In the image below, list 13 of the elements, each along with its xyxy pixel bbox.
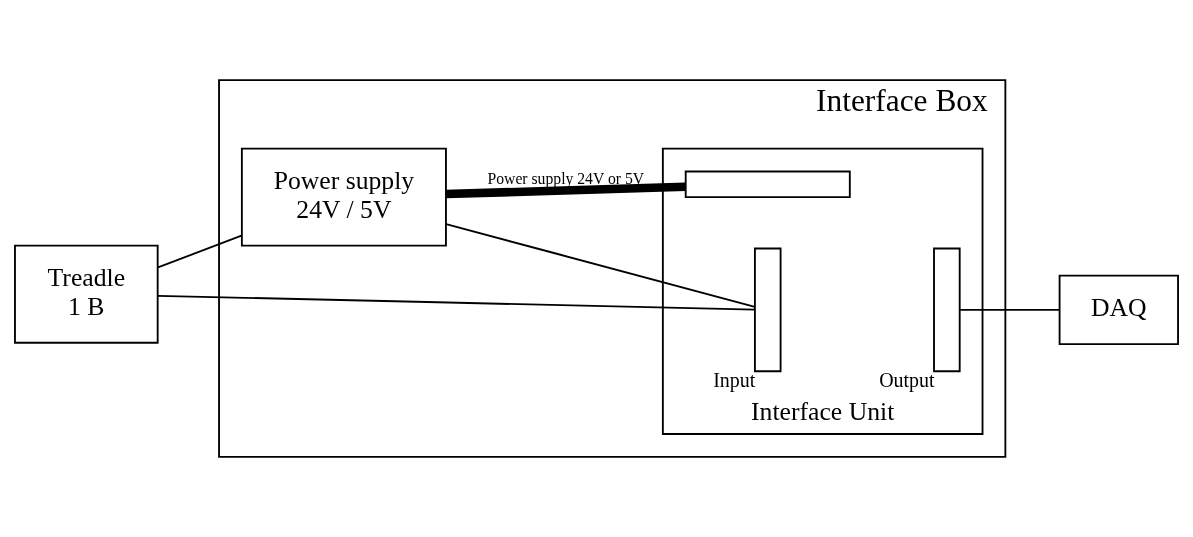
connector [157,234,243,269]
node-label: Output [879,369,935,392]
connector [446,182,686,199]
node-box [684,170,851,199]
connector [958,308,1061,311]
connector [445,223,756,308]
connector [156,294,756,311]
node-box: DAQ [1058,274,1179,346]
node-box: Power supply 24V / 5V [240,147,447,247]
node-box [754,247,782,373]
node-box [933,247,961,373]
node-label: Input [713,369,756,392]
node-box: Treadle 1 B [14,244,159,344]
